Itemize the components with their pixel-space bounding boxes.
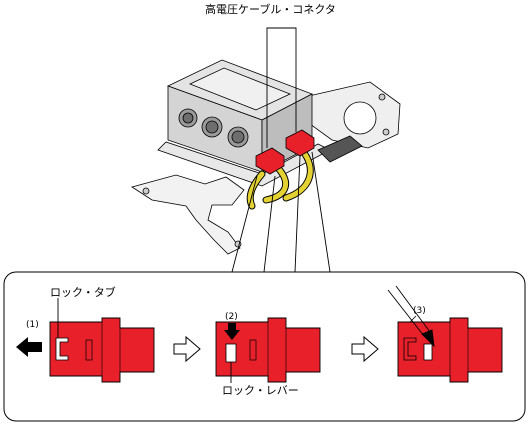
housing-lid bbox=[188, 67, 292, 111]
inverter-assembly bbox=[131, 59, 401, 255]
press-arrow-icon bbox=[224, 323, 240, 340]
side-connector bbox=[317, 135, 363, 163]
lock-tab bbox=[55, 337, 69, 361]
hv-cable-connector-label: 高電圧ケーブル・コネクタ bbox=[205, 3, 336, 16]
housing-tray bbox=[157, 141, 331, 187]
housing-port bbox=[182, 112, 194, 124]
step3-callout bbox=[409, 315, 417, 323]
lock-lever bbox=[225, 343, 237, 363]
step-number-2: (2) bbox=[225, 312, 238, 322]
hv-connector-right bbox=[285, 129, 315, 157]
lock-lever-label: ロック・レバー bbox=[222, 384, 299, 397]
next-step-arrow-icon bbox=[351, 335, 379, 363]
hv-cables bbox=[246, 146, 314, 210]
next-step-arrow-icon bbox=[173, 335, 201, 363]
lock-tab-label: ロック・タブ bbox=[50, 286, 116, 299]
bracket-bolt bbox=[142, 187, 150, 195]
connector-step2 bbox=[215, 317, 321, 383]
plate-bolt bbox=[382, 128, 390, 136]
connector-step1 bbox=[49, 317, 155, 383]
housing-port bbox=[205, 120, 219, 134]
detail-callout-lines bbox=[231, 151, 331, 273]
lower-bracket bbox=[131, 174, 245, 255]
lock-tab bbox=[403, 337, 417, 361]
pull-arrow-icon bbox=[16, 337, 42, 357]
hv-connector-left bbox=[255, 147, 285, 175]
housing-port bbox=[231, 130, 245, 144]
screwdriver-icon bbox=[387, 285, 435, 348]
connector-step3 bbox=[397, 317, 503, 383]
step-number-3: (3) bbox=[413, 306, 426, 316]
hv-connectors bbox=[255, 129, 315, 175]
plate-bolt bbox=[378, 93, 386, 101]
title-callout bbox=[266, 27, 297, 148]
plate-hole bbox=[343, 101, 377, 135]
step-number-1: (1) bbox=[26, 320, 39, 330]
